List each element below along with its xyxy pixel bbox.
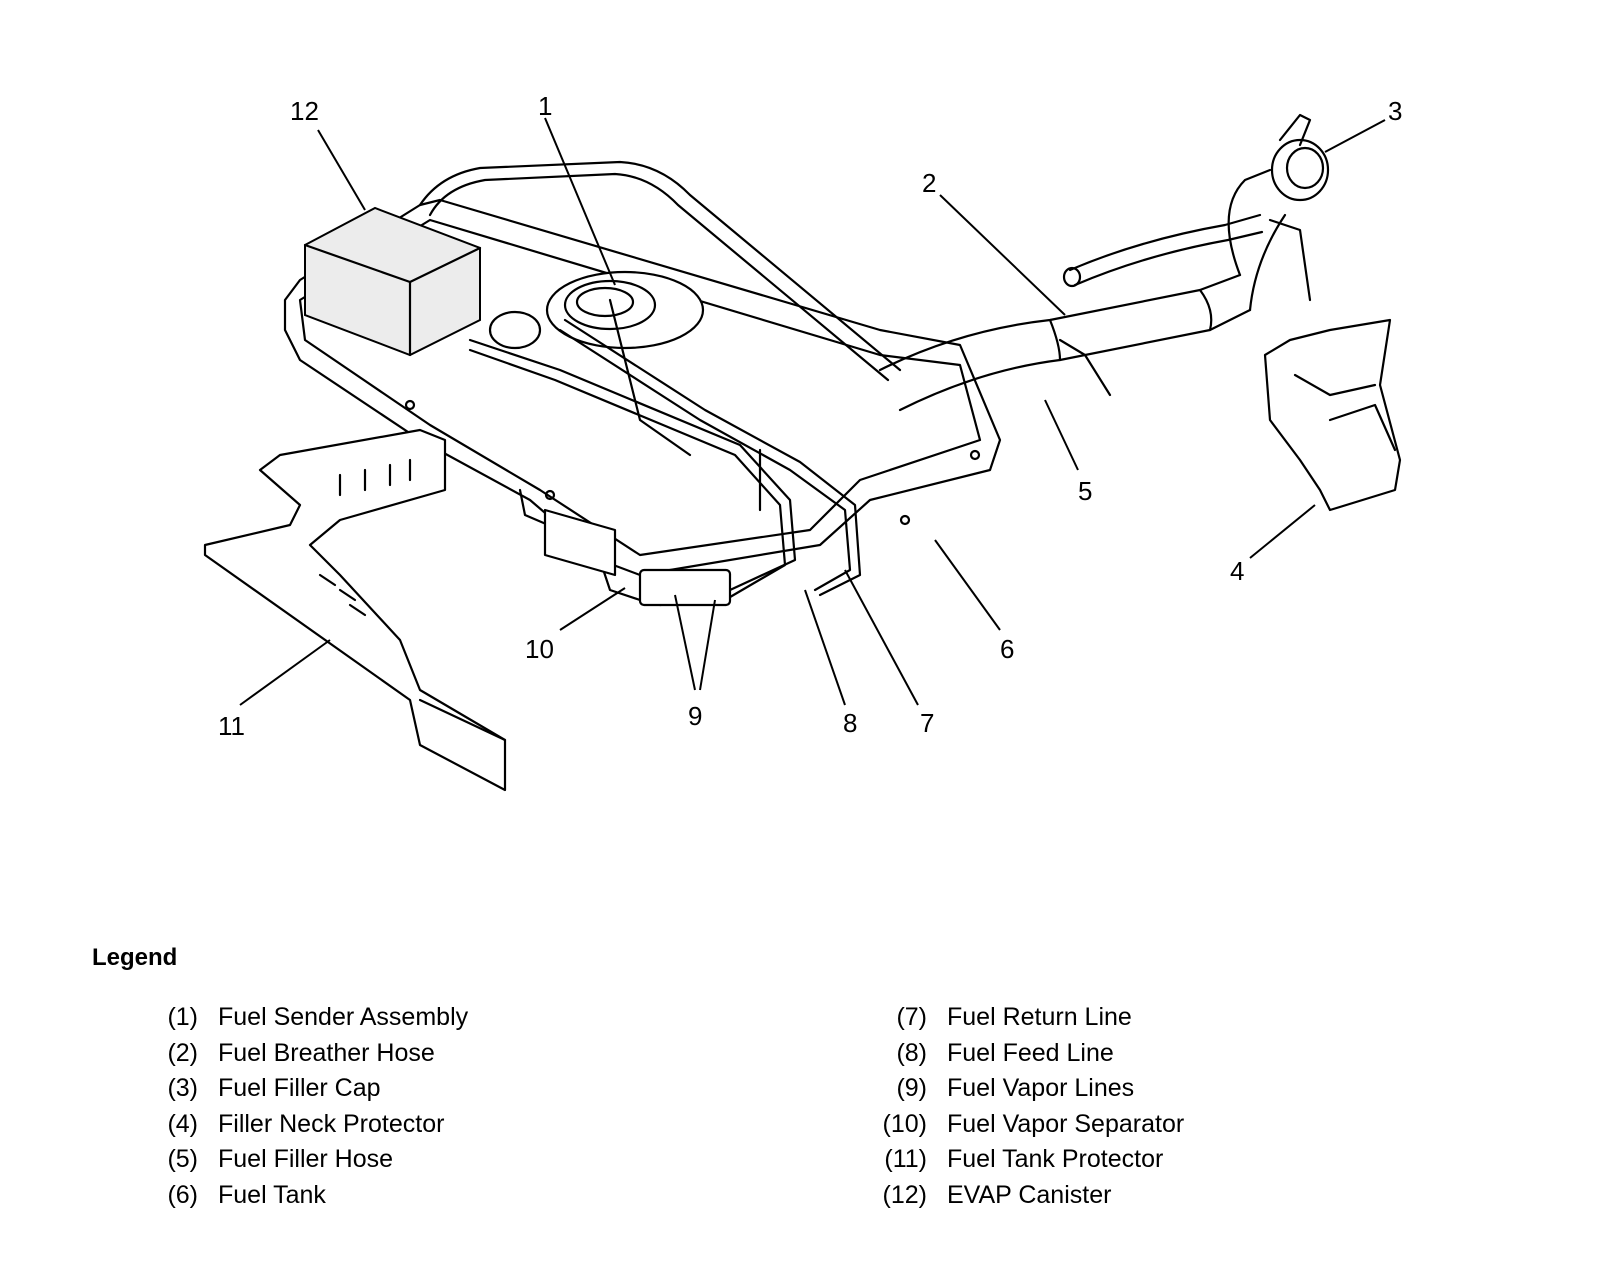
callout-5: 5 [1078, 476, 1092, 506]
filler-neck [1227, 168, 1312, 312]
legend-item-number: (8) [896, 1038, 927, 1067]
evap-canister [303, 206, 482, 357]
legend-item: (3) Fuel Filler Cap [152, 1071, 468, 1107]
callout-9: 9 [688, 701, 702, 731]
callout-12: 12 [290, 96, 319, 126]
legend-item-number: (5) [167, 1145, 198, 1173]
callout-numbers: 1 2 3 4 5 6 7 8 9 10 11 12 [218, 91, 1402, 741]
legend-item-label: Fuel Vapor Separator [947, 1109, 1185, 1138]
legend-item: (10) Fuel Vapor Separator [875, 1107, 1185, 1143]
legend-column-left: (1) Fuel Sender Assembly (2) Fuel Breather… [152, 1000, 468, 1213]
legend-item-number: (7) [896, 1003, 927, 1031]
callout-6: 6 [1000, 634, 1014, 664]
fuel-system-illustration: 1 2 3 4 5 6 7 8 9 10 11 12 [203, 91, 1402, 792]
legend-item-label: Fuel Feed Line [947, 1038, 1114, 1067]
callout-11: 11 [218, 711, 245, 741]
fuel-filler-cap [1270, 113, 1330, 202]
callout-4: 4 [1230, 556, 1244, 586]
callout-3: 3 [1388, 96, 1402, 126]
fuel-sender-assembly [488, 270, 705, 350]
callout-7: 7 [920, 708, 934, 738]
legend-item-number: (1) [167, 1003, 198, 1031]
legend-item: (9) Fuel Vapor Lines [875, 1071, 1184, 1107]
legend-item-number: (2) [167, 1038, 198, 1067]
legend-item: (11) Fuel Tank Protector [875, 1142, 1184, 1178]
callout-8: 8 [843, 708, 857, 738]
legend-item: (5) Fuel Filler Hose [152, 1142, 468, 1178]
legend-item-number: (6) [167, 1180, 198, 1209]
legend-item: (2) Fuel Breather Hose [152, 1036, 468, 1072]
legend-title: Legend [92, 944, 178, 971]
legend-item-number: (9) [896, 1074, 927, 1102]
legend-item-label: Fuel Tank Protector [947, 1145, 1164, 1173]
legend-item: (7) Fuel Return Line [875, 1000, 1184, 1036]
callout-1: 1 [538, 91, 552, 121]
fuel-breather-hose [1058, 213, 1264, 397]
fuel-filler-hose [878, 273, 1252, 412]
filler-neck-protector [1263, 318, 1402, 512]
legend-item-label: Filler Neck Protector [218, 1109, 445, 1138]
legend-item: (12) EVAP Canister [875, 1178, 1184, 1214]
legend-item: (4) Filler Neck Protector [152, 1107, 468, 1143]
legend-item-label: Fuel Return Line [947, 1003, 1132, 1031]
legend-item-number: (11) [884, 1145, 927, 1173]
legend-item: (1) Fuel Sender Assembly [152, 1000, 468, 1036]
fuel-vapor-separator [543, 508, 617, 577]
fuel-lines-bundle [468, 298, 862, 607]
callout-2: 2 [922, 168, 936, 198]
legend-item-label: Fuel Sender Assembly [218, 1003, 469, 1031]
legend-column-right: (7) Fuel Return Line (8) Fuel Feed Line (9… [875, 1000, 1185, 1214]
legend-item: (8) Fuel Feed Line [875, 1036, 1184, 1072]
callout-10: 10 [525, 634, 554, 664]
legend-item-label: Fuel Vapor Lines [947, 1074, 1135, 1102]
legend-item-number: (12) [882, 1180, 927, 1209]
leader-lines [239, 117, 1386, 706]
fuel-tank-protector [203, 428, 507, 792]
legend-item-label: Fuel Filler Hose [218, 1145, 394, 1173]
legend-item-label: Fuel Filler Cap [218, 1074, 381, 1102]
legend-item-number: (3) [167, 1074, 198, 1102]
legend-item-label: EVAP Canister [947, 1180, 1112, 1209]
legend-item-label: Fuel Breather Hose [218, 1038, 435, 1067]
legend-item-label: Fuel Tank [218, 1180, 326, 1209]
tank-frame-tube [418, 160, 902, 382]
fuel-system-diagram: 1 2 3 4 5 6 7 8 9 10 11 12 [203, 91, 1402, 792]
legend-item-number: (4) [167, 1109, 198, 1138]
legend-item-number: (10) [882, 1109, 927, 1138]
legend-item: (6) Fuel Tank [152, 1178, 468, 1214]
